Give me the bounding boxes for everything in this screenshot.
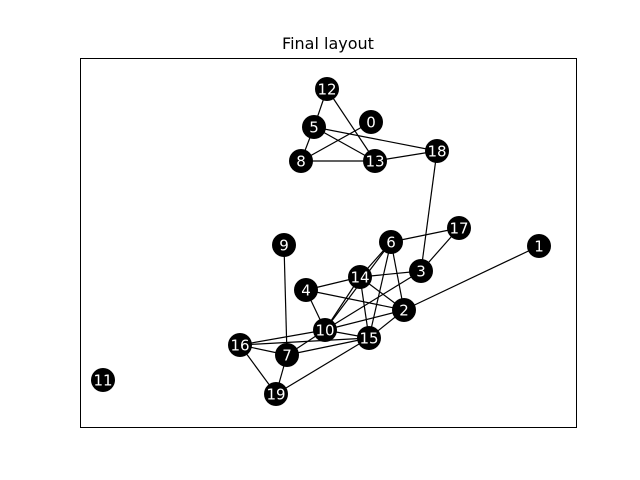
figure-title: Final layout [282,34,374,53]
node-circle-1 [527,234,551,258]
node-label-19: 19 [266,386,285,404]
node-circle-0 [359,110,383,134]
edge-3-10 [324,270,422,331]
node-label-18: 18 [427,143,446,161]
node-label-15: 15 [359,330,378,348]
node-label-16: 16 [230,337,249,355]
node-label-8: 8 [296,153,306,171]
node-circle-10 [313,318,337,342]
node-11: 11 [91,368,115,392]
edge-18-3 [420,150,438,272]
node-circle-17 [447,216,471,240]
node-circle-2 [392,298,416,322]
node-12: 12 [315,77,339,101]
node-label-2: 2 [399,302,409,320]
node-1: 1 [527,234,551,258]
node-label-17: 17 [449,220,468,238]
node-6: 6 [379,230,403,254]
node-circle-6 [379,230,403,254]
node-label-3: 3 [416,263,426,281]
node-9: 9 [272,233,296,257]
node-circle-7 [275,343,299,367]
node-circle-9 [272,233,296,257]
node-4: 4 [294,278,318,302]
node-19: 19 [264,382,288,406]
node-label-10: 10 [315,322,334,340]
edge-15-19 [275,337,370,395]
node-circle-3 [409,259,433,283]
edge-4-2 [305,289,405,311]
edge-2-1 [403,245,540,311]
node-circle-13 [363,149,387,173]
node-circle-12 [315,77,339,101]
node-8: 8 [289,149,313,173]
node-circle-8 [289,149,313,173]
node-circle-16 [228,333,252,357]
node-13: 13 [363,149,387,173]
edge-2-10 [324,309,405,331]
node-label-6: 6 [386,234,396,252]
node-circle-15 [357,326,381,350]
node-15: 15 [357,326,381,350]
node-10: 10 [313,318,337,342]
node-circle-19 [264,382,288,406]
edge-5-18 [313,126,438,152]
node-circle-5 [302,115,326,139]
node-label-0: 0 [366,114,376,132]
edge-10-16 [239,329,326,346]
node-label-1: 1 [534,238,544,256]
node-label-4: 4 [301,282,311,300]
node-17: 17 [447,216,471,240]
plot-frame [80,58,577,428]
node-label-11: 11 [93,372,112,390]
edge-0-8 [300,121,372,162]
edge-9-7 [283,244,288,356]
node-label-14: 14 [350,269,369,287]
edge-15-16 [239,337,370,346]
node-label-12: 12 [317,81,336,99]
node-label-5: 5 [309,119,319,137]
node-circle-11 [91,368,115,392]
edge-12-13 [326,88,376,162]
node-label-13: 13 [365,153,384,171]
edge-6-15 [368,241,392,339]
node-18: 18 [425,139,449,163]
node-circle-18 [425,139,449,163]
node-7: 7 [275,343,299,367]
node-14: 14 [348,265,372,289]
node-5: 5 [302,115,326,139]
node-label-9: 9 [279,237,289,255]
edge-15-7 [286,337,370,356]
node-2: 2 [392,298,416,322]
node-0: 0 [359,110,383,134]
node-circle-4 [294,278,318,302]
node-label-7: 7 [282,347,292,365]
node-16: 16 [228,333,252,357]
node-3: 3 [409,259,433,283]
node-circle-14 [348,265,372,289]
